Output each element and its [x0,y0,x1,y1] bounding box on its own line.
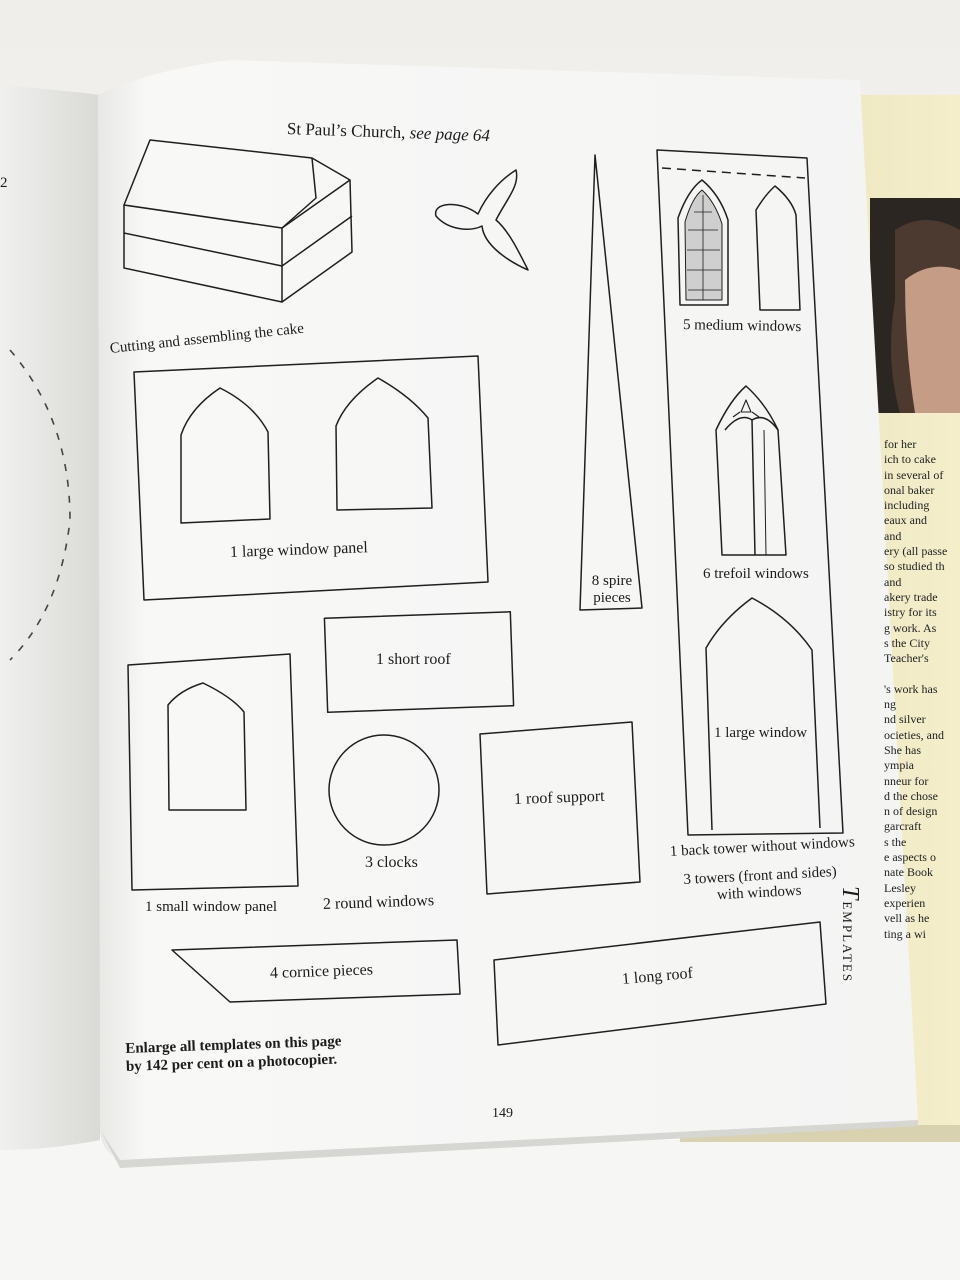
spire-label-line1: 8 spire [591,573,633,589]
jacket-text-line: d the chose [884,788,938,803]
jacket-text-line: ocieties, and [884,727,944,742]
enlarge-note: Enlarge all templates on this page by 14… [125,1032,342,1076]
cornice-shape [171,939,461,1003]
jacket-text-line: for her [884,437,917,451]
jacket-text-line: eaux and [884,513,927,528]
large-window-panel-shape [133,355,489,601]
jacket-text-line: ympia [884,758,914,773]
spire-label-line2: pieces [593,590,631,607]
section-label-templates: TEMPLATES [837,886,863,984]
roof-support-label: 1 roof support [513,787,605,808]
title-page-reference: see page 64 [409,123,491,146]
jacket-text-line: experien [884,895,926,910]
jacket-text-line: so studied th [884,559,945,574]
roof-support-shape [479,721,641,895]
jacket-text-line: Teacher's [884,651,929,666]
jacket-text-line: s the City [884,635,931,650]
tower-strip-shape [656,149,844,836]
jacket-text-line: onal baker [884,482,935,497]
jacket-text-line [884,666,960,681]
jacket-text-line: nd silver [884,712,926,727]
small-window-panel-shape [127,653,299,891]
church-box-illustration [123,139,353,303]
short-roof-label: 1 short roof [376,651,451,668]
jacket-text-line: istry for its [884,605,937,620]
large-window-label: 1 large window [714,725,808,741]
jacket-text-line: and [884,574,902,589]
jacket-text-line: Lesley [884,880,916,895]
jacket-text-line: vell as he [884,911,930,926]
jacket-text-line: 's work has [884,681,938,696]
jacket-text-line: and [884,528,902,543]
left-page-number-fragment: 2 [0,175,8,191]
jacket-text-line: ich to cake [884,452,936,467]
section-rest: EMPLATES [840,901,855,984]
jacket-text-line: She has [884,742,921,757]
clock-circle-shape [328,734,440,846]
jacket-text-line: ng [884,697,896,712]
spire-shape [579,154,643,611]
jacket-text-line: including [884,498,930,513]
page-number: 149 [492,1106,513,1121]
long-roof-shape [493,921,827,1046]
trefoil-windows-label: 6 trefoil windows [703,566,809,582]
jacket-text-line: ting a wi [884,926,926,941]
jacket-text-line: garcraft [884,819,922,834]
jacket-text-line: n of design [884,804,938,819]
jacket-text-line: in several of [884,467,944,482]
short-roof-shape [323,611,515,713]
jacket-text-line: g work. As [884,620,937,635]
jacket-text-line: e aspects o [884,850,936,865]
clocks-label: 3 clocks [365,854,418,871]
section-initial: T [837,886,863,902]
jacket-text-line: akery trade [884,589,938,604]
jacket-text-line: nate Book [884,865,933,880]
spire-label: 8 spire pieces [584,573,640,608]
jacket-text-line: ery (all passe [884,544,948,559]
medium-windows-label: 5 medium windows [682,317,802,336]
trefoil-shape [435,169,529,271]
jacket-text-line: s the [884,834,907,849]
jacket-text-line: nneur for [884,773,929,788]
small-window-panel-label: 1 small window panel [145,899,278,915]
